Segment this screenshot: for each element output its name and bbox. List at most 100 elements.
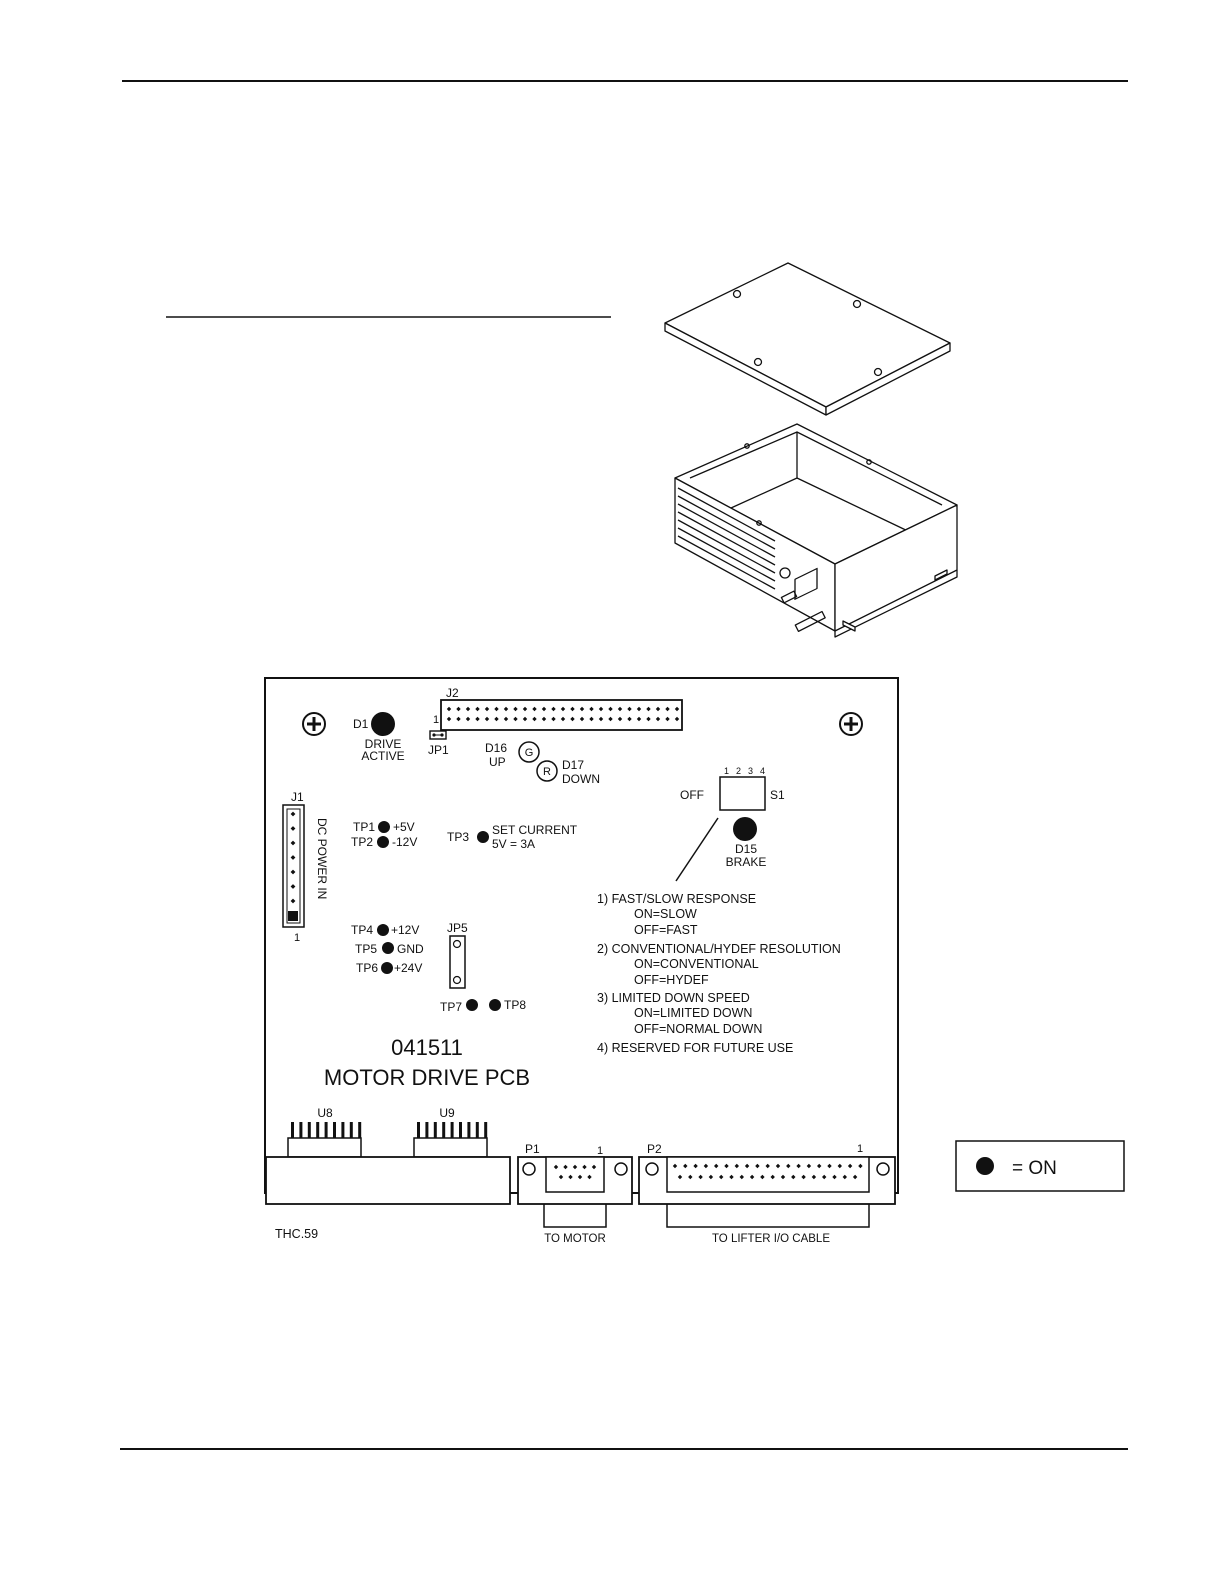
j2-pin bbox=[579, 716, 585, 722]
db-connector-icon bbox=[794, 610, 826, 633]
p2-pin bbox=[827, 1163, 832, 1169]
d17-led-off bbox=[536, 760, 558, 782]
j1-pin bbox=[290, 855, 296, 860]
lid-screw bbox=[732, 289, 742, 299]
tp8-dot bbox=[489, 999, 501, 1011]
j2-pin bbox=[589, 706, 594, 712]
j2-pin bbox=[456, 716, 461, 722]
j2-pin bbox=[484, 706, 490, 712]
note-line: ON=LIMITED DOWN bbox=[634, 1006, 752, 1020]
j2-pin bbox=[617, 716, 623, 722]
j2-pin bbox=[646, 716, 651, 722]
j2-pin bbox=[465, 716, 471, 722]
ic-lead bbox=[316, 1122, 320, 1138]
p2-pin bbox=[847, 1163, 853, 1169]
tp6-value: +24V bbox=[394, 961, 422, 975]
s1-position-number: 2 bbox=[736, 766, 741, 776]
p2-pin bbox=[858, 1163, 863, 1169]
p1-pin bbox=[591, 1164, 597, 1170]
p2-pin bbox=[688, 1174, 693, 1180]
tp8-label: TP8 bbox=[504, 998, 526, 1012]
j1-pin bbox=[290, 826, 296, 831]
tp1-label: TP1 bbox=[353, 820, 375, 834]
p2-pin bbox=[832, 1174, 837, 1180]
p2-pin bbox=[796, 1163, 801, 1169]
d1-led-on bbox=[371, 712, 395, 736]
lid-screw bbox=[873, 367, 883, 377]
jp5-jumper bbox=[449, 935, 466, 989]
ic-lead bbox=[450, 1122, 454, 1138]
u9-body bbox=[413, 1137, 488, 1158]
tp4-value: +12V bbox=[391, 923, 419, 937]
tp4-dot bbox=[377, 924, 389, 936]
j1-pin bbox=[290, 869, 296, 875]
vent-slots bbox=[677, 487, 776, 590]
p2-pin bbox=[806, 1163, 812, 1169]
j2-pin bbox=[446, 716, 452, 722]
u9-label: U9 bbox=[439, 1106, 455, 1120]
p2-pin bbox=[672, 1163, 678, 1169]
db-connector-icon bbox=[780, 590, 798, 604]
note-line: OFF=HYDEF bbox=[634, 973, 709, 987]
mounting-hole bbox=[839, 712, 863, 736]
d17-letter: R bbox=[543, 766, 551, 778]
tp3-line2: 5V = 3A bbox=[492, 837, 535, 851]
note-line: 4) RESERVED FOR FUTURE USE bbox=[597, 1041, 793, 1055]
p1-pin bbox=[577, 1174, 583, 1180]
legend-text: = ON bbox=[1012, 1158, 1057, 1179]
j2-label: J2 bbox=[446, 686, 459, 700]
p2-pin bbox=[842, 1174, 847, 1180]
d16-label: D16 bbox=[485, 741, 507, 755]
j2-pin bbox=[532, 706, 537, 712]
pcb-part-number: 041511 bbox=[391, 1035, 463, 1060]
tp1-value: +5V bbox=[393, 820, 415, 834]
p1-pin bbox=[587, 1174, 592, 1180]
s1-position-number: 3 bbox=[748, 766, 753, 776]
j2-pin bbox=[560, 706, 566, 712]
j2-pin bbox=[484, 716, 490, 722]
j2-pin bbox=[598, 706, 604, 712]
j2-pin bbox=[665, 706, 670, 712]
tp2-label: TP2 bbox=[351, 835, 373, 849]
p2-pin bbox=[786, 1163, 791, 1169]
j2-pin bbox=[579, 706, 585, 712]
lid-screw bbox=[852, 299, 862, 309]
p2-pin bbox=[739, 1174, 744, 1180]
j1-pin1: 1 bbox=[294, 932, 300, 944]
power-inlet-icon bbox=[794, 567, 818, 600]
j2-pin bbox=[522, 706, 528, 712]
s1-position-number: 1 bbox=[724, 766, 729, 776]
p1-pin bbox=[558, 1174, 564, 1180]
u8-body bbox=[287, 1137, 362, 1158]
p2-pin bbox=[775, 1163, 781, 1169]
ic-lead bbox=[433, 1122, 437, 1138]
enclosure-illustration bbox=[664, 262, 958, 638]
j2-pin bbox=[541, 706, 547, 712]
p1-pins bbox=[553, 1164, 597, 1180]
j2-pin bbox=[598, 716, 604, 722]
tp5-value: GND bbox=[397, 942, 424, 956]
j2-pin bbox=[570, 706, 575, 712]
u8-leads bbox=[291, 1122, 362, 1138]
ic-lead bbox=[333, 1122, 336, 1138]
s1-label: S1 bbox=[770, 788, 785, 802]
p2-pin bbox=[780, 1174, 786, 1180]
j2-pin bbox=[674, 716, 680, 722]
p2-caption: TO LIFTER I/O CABLE bbox=[712, 1233, 830, 1245]
ic-lead bbox=[299, 1122, 303, 1138]
u8-label: U8 bbox=[317, 1106, 333, 1120]
tp1-dot bbox=[378, 821, 390, 833]
p2-pin bbox=[693, 1163, 698, 1169]
d17-text: DOWN bbox=[562, 772, 600, 786]
ic-lead bbox=[484, 1122, 488, 1138]
d16-led-off bbox=[518, 741, 540, 763]
note-line: 1) FAST/SLOW RESPONSE bbox=[597, 892, 756, 906]
j2-pin bbox=[475, 716, 480, 722]
figure-id: THC.59 bbox=[275, 1227, 318, 1241]
note-line: 2) CONVENTIONAL/HYDEF RESOLUTION bbox=[597, 942, 841, 956]
j2-pin bbox=[551, 716, 556, 722]
jp1-pin1: 1 bbox=[433, 714, 439, 726]
p2-pin1: 1 bbox=[857, 1143, 863, 1155]
